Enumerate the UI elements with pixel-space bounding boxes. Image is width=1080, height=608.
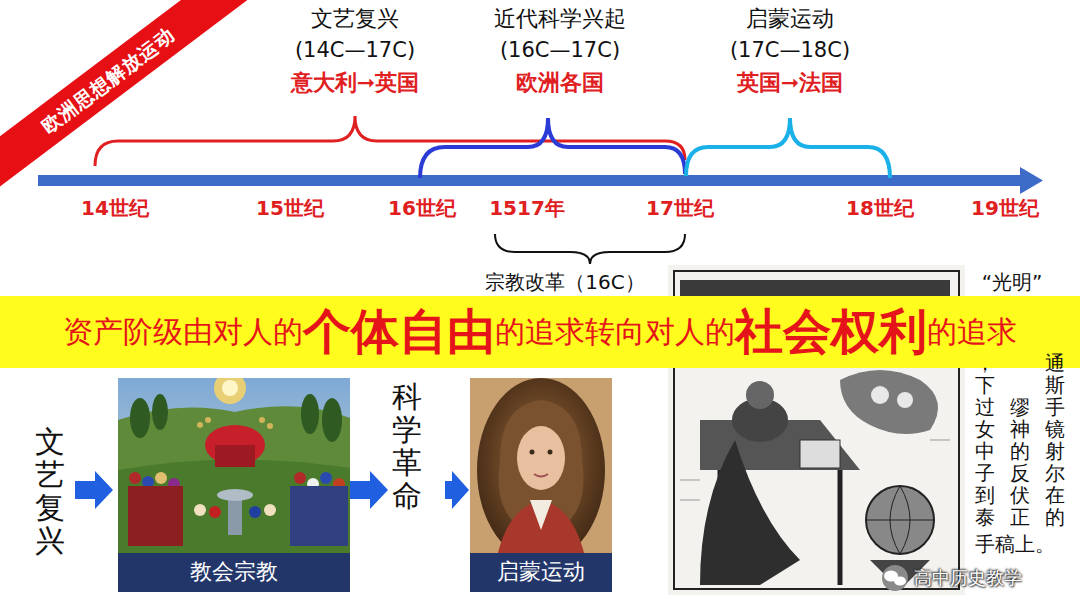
timeline-tick: 15世纪 bbox=[256, 196, 324, 220]
period-title: 近代科学兴起 bbox=[494, 6, 626, 32]
altarpiece-painting bbox=[118, 378, 350, 592]
band-text: 资产阶级由对人的 bbox=[63, 314, 303, 350]
period-title: 启蒙运动 bbox=[746, 6, 834, 32]
period-dates: (14C—17C) bbox=[295, 38, 415, 63]
timeline-tick: 18世纪 bbox=[846, 196, 914, 220]
image-caption: 教会宗教 bbox=[118, 553, 350, 592]
flow-arrow bbox=[445, 471, 469, 509]
period-region: 欧洲各国 bbox=[516, 70, 604, 96]
stage-label: 文艺复兴 bbox=[35, 425, 65, 557]
image-caption: 启蒙运动 bbox=[470, 553, 612, 592]
emphasis-text: 个体自由 bbox=[303, 303, 495, 361]
caption-text: 手稿上。 bbox=[975, 532, 1055, 556]
caption-column: 缪神的反伏正 bbox=[1010, 396, 1030, 528]
caption-text: “光明” bbox=[982, 270, 1043, 294]
caption-column: 通斯手镜射尔在的 bbox=[1045, 352, 1065, 528]
voltaire-portrait bbox=[470, 378, 612, 592]
node-text: 欧洲思想解放运动 bbox=[37, 23, 179, 137]
reformation-brace bbox=[495, 234, 685, 264]
node-text: 教会宗教 bbox=[190, 559, 278, 585]
band-text: 的追求 bbox=[927, 314, 1017, 350]
period-dates: (16C—17C) bbox=[500, 38, 620, 63]
period-dates: (17C—18C) bbox=[730, 38, 850, 63]
stage-label: 科学革命 bbox=[392, 380, 422, 512]
timeline-tick: 16世纪 bbox=[388, 196, 456, 220]
node-text: 启蒙运动 bbox=[497, 559, 585, 585]
reformation-label: 宗教改革（16C） bbox=[485, 270, 644, 294]
flow-arrow bbox=[75, 471, 113, 509]
timeline-tick: 17世纪 bbox=[646, 196, 714, 220]
watermark-icon bbox=[882, 565, 908, 591]
period-region: 意大利➞英国 bbox=[291, 70, 419, 96]
timeline-tick: 14世纪 bbox=[81, 196, 149, 220]
flow-arrow bbox=[350, 471, 388, 509]
emphasis-text: 社会权利 bbox=[735, 303, 927, 361]
caption-column: ，下过女中子到泰 bbox=[975, 352, 995, 528]
timeline-bar bbox=[38, 175, 1023, 186]
timeline-tick: 19世纪 bbox=[971, 196, 1039, 220]
title-banner: 欧洲思想解放运动 bbox=[0, 0, 252, 195]
renaissance-brace bbox=[95, 116, 685, 166]
band-text: 的追求转向对人的 bbox=[495, 314, 735, 350]
science-brace bbox=[420, 118, 685, 178]
timeline-tick: 1517年 bbox=[489, 196, 565, 220]
watermark: 高中历史教学 bbox=[914, 567, 1022, 589]
enlightenment-brace bbox=[686, 118, 890, 178]
period-region: 英国➞法国 bbox=[737, 70, 843, 96]
period-title: 文艺复兴 bbox=[311, 6, 399, 32]
summary-band: 资产阶级由对人的个体自由的追求转向对人的社会权利的追求 bbox=[0, 296, 1080, 368]
timeline-arrowhead bbox=[1020, 167, 1043, 194]
